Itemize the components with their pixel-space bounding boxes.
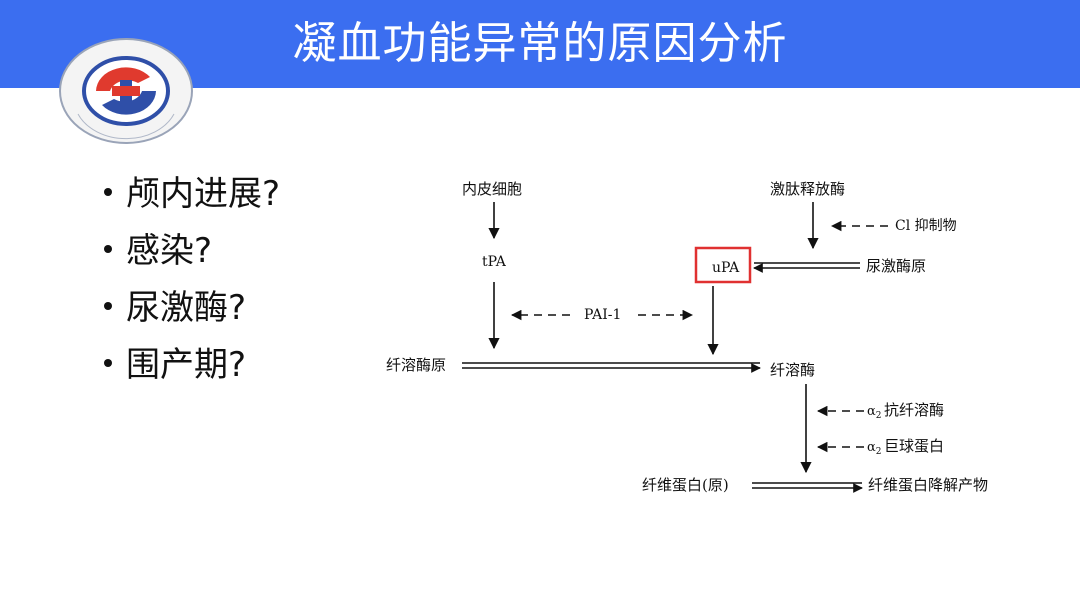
page-title: 凝血功能异常的原因分析 xyxy=(292,18,788,69)
endothelial-cell-label: 内皮细胞 xyxy=(462,180,522,198)
list-item: 颅内进展? xyxy=(104,166,280,223)
cause-list: 颅内进展? 感染? 尿激酶? 围产期? xyxy=(104,166,280,394)
plasminogen-label: 纤溶酶原 xyxy=(386,356,446,374)
alpha2-symbol: α2 xyxy=(867,440,882,457)
upa-label: uPA xyxy=(712,260,740,276)
hospital-logo xyxy=(59,38,193,144)
fdp-label: 纤维蛋白降解产物 xyxy=(868,476,988,494)
list-item: 围产期? xyxy=(104,337,280,394)
bullet-icon xyxy=(104,358,112,367)
fibrinogen-label: 纤维蛋白(原) xyxy=(642,476,729,494)
upa-highlight-box xyxy=(694,246,752,284)
kallikrein-label: 激肽释放酶 xyxy=(770,180,845,198)
bullet-icon xyxy=(104,301,112,310)
pai1-label: PAI-1 xyxy=(584,307,621,323)
fibrinolysis-diagram: 内皮细胞 tPA 激肽释放酶 Cl 抑制物 uPA 尿激酶原 PAI-1 纤溶酶… xyxy=(386,180,988,494)
list-item: 感染? xyxy=(104,223,280,280)
prourokinase-label: 尿激酶原 xyxy=(866,257,926,275)
bullet-icon xyxy=(104,187,112,196)
c1-inhibitor-label: Cl 抑制物 xyxy=(895,218,957,234)
plasmin-label: 纤溶酶 xyxy=(770,361,815,379)
tpa-label: tPA xyxy=(482,254,507,270)
bullet-icon xyxy=(104,244,112,253)
macroglobulin-label: 巨球蛋白 xyxy=(884,437,944,455)
antiplasmin-label: 抗纤溶酶 xyxy=(884,401,944,419)
alpha2-symbol: α2 xyxy=(867,404,882,421)
list-item: 尿激酶? xyxy=(104,280,280,337)
